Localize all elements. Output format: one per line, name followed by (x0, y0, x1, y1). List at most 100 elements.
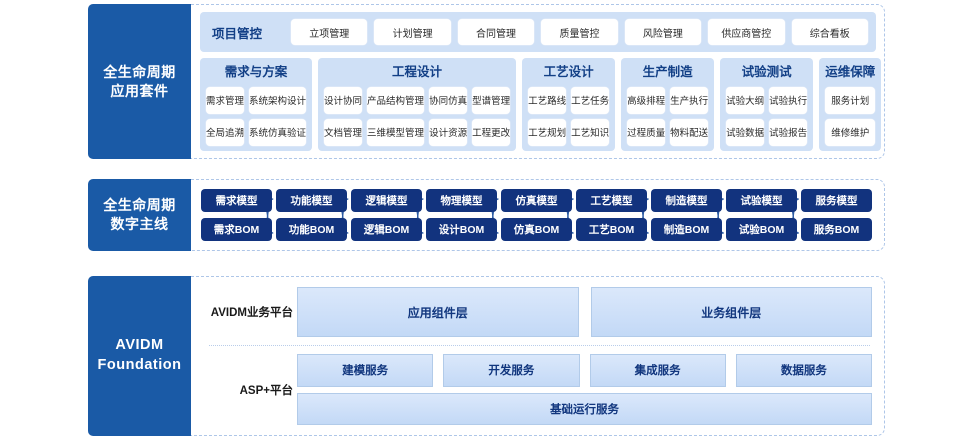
thread-bom-7[interactable]: 试验BOM (726, 218, 797, 241)
asp-platform-row: ASP+平台 建模服务 开发服务 集成服务 数据服务 基础运行服务 (201, 354, 872, 425)
pm-item-2[interactable]: 合同管理 (457, 19, 535, 45)
thread-node-3: 物理模型 设计BOM (424, 189, 499, 241)
thread-model-2[interactable]: 逻辑模型 (351, 189, 422, 212)
domain-title-3: 生产制造 (642, 65, 693, 79)
thread-node-0: 需求模型 需求BOM (199, 189, 274, 241)
domain-1-cell-0-0[interactable]: 设计协同 (324, 86, 363, 114)
asp-platform-label: ASP+平台 (239, 384, 293, 397)
business-platform-bar-1[interactable]: 业务组件层 (590, 287, 872, 337)
thread-bom-0[interactable]: 需求BOM (201, 218, 272, 241)
domain-3-cell-1-1[interactable]: 物料配送 (670, 118, 709, 146)
domain-column-process-design: 工艺设计 工艺路线 工艺任务 工艺规划 工艺知识 (522, 58, 616, 151)
domain-title-2: 工艺设计 (543, 65, 594, 79)
asp-service-3[interactable]: 数据服务 (735, 354, 872, 387)
thread-model-5[interactable]: 工艺模型 (576, 189, 647, 212)
domain-3-cell-0-1[interactable]: 生产执行 (670, 86, 709, 114)
domain-1-cell-1-1[interactable]: 三维模型管理 (367, 118, 425, 146)
asp-services-line: 建模服务 开发服务 集成服务 数据服务 (297, 354, 872, 387)
domain-2-cell-1-0[interactable]: 工艺规划 (528, 118, 567, 146)
thread-node-8: 服务模型 服务BOM (799, 189, 874, 241)
thread-model-7[interactable]: 试验模型 (726, 189, 797, 212)
thread-band-body: 需求模型 需求BOM 功能模型 功能BOM 逻辑模型 逻辑BOM 物理模型 设计… (191, 179, 885, 251)
asp-runtime-line: 基础运行服务 (297, 392, 872, 425)
thread-model-6[interactable]: 制造模型 (651, 189, 722, 212)
thread-bom-6[interactable]: 制造BOM (651, 218, 722, 241)
lifecycle-digital-thread-band: 全生命周期 数字主线 (88, 179, 885, 251)
domain-1-cell-1-0[interactable]: 文档管理 (324, 118, 363, 146)
thread-label-line2: 数字主线 (110, 216, 169, 232)
thread-bom-4[interactable]: 仿真BOM (501, 218, 572, 241)
domain-1-cell-0-1[interactable]: 产品结构管理 (367, 86, 425, 114)
thread-node-1: 功能模型 功能BOM (274, 189, 349, 241)
thread-node-5: 工艺模型 工艺BOM (574, 189, 649, 241)
domain-4-cell-0-1[interactable]: 试验执行 (769, 86, 808, 114)
domain-0-cell-1-1[interactable]: 系统仿真验证 (249, 118, 307, 146)
suite-band-label: 全生命周期 应用套件 (88, 4, 191, 159)
thread-node-4: 仿真模型 仿真BOM (499, 189, 574, 241)
domain-1-cell-0-3[interactable]: 型谱管理 (472, 86, 511, 114)
domain-2-cell-0-0[interactable]: 工艺路线 (528, 86, 567, 114)
thread-band-label: 全生命周期 数字主线 (88, 179, 191, 251)
domain-column-testing: 试验测试 试验大纲 试验执行 试验数据 试验报告 (720, 58, 814, 151)
domain-title-1: 工程设计 (392, 65, 443, 79)
domain-2-cell-1-1[interactable]: 工艺知识 (571, 118, 610, 146)
domain-column-engineering-design: 工程设计 设计协同 产品结构管理 协同仿真 型谱管理 文档管理 三维模型管理 (318, 58, 517, 151)
thread-model-0[interactable]: 需求模型 (201, 189, 272, 212)
thread-model-4[interactable]: 仿真模型 (501, 189, 572, 212)
foundation-label-line1: AVIDM (115, 337, 164, 354)
thread-bom-1[interactable]: 功能BOM (276, 218, 347, 241)
domain-column-manufacturing: 生产制造 高级排程 生产执行 过程质量 物料配送 (621, 58, 715, 151)
domain-4-cell-0-0[interactable]: 试验大纲 (726, 86, 765, 114)
domain-2-cell-0-1[interactable]: 工艺任务 (571, 86, 610, 114)
domain-1-cell-1-3[interactable]: 工程更改 (472, 118, 511, 146)
domain-column-requirements: 需求与方案 需求管理 系统架构设计 全局追溯 系统仿真验证 (200, 58, 313, 151)
domain-0-cell-0-1[interactable]: 系统架构设计 (249, 86, 307, 114)
foundation-band-label: AVIDM Foundation (88, 276, 191, 436)
domain-1-cell-0-2[interactable]: 协同仿真 (429, 86, 468, 114)
domain-0-cell-0-0[interactable]: 需求管理 (206, 86, 245, 114)
business-platform-row: AVIDM业务平台 应用组件层 业务组件层 (201, 287, 872, 337)
domain-0-cell-1-0[interactable]: 全局追溯 (206, 118, 245, 146)
domain-5-cell-0-0[interactable]: 服务计划 (825, 86, 876, 114)
foundation-band-body: AVIDM业务平台 应用组件层 业务组件层 ASP+平台 建模服务 开发服务 集… (191, 276, 885, 436)
project-management-row: 项目管控 立项管理 计划管理 合同管理 质量管控 风险管理 供应商管控 综合看板 (200, 12, 876, 52)
domain-3-cell-1-0[interactable]: 过程质量 (627, 118, 666, 146)
thread-model-1[interactable]: 功能模型 (276, 189, 347, 212)
thread-bom-3[interactable]: 设计BOM (426, 218, 497, 241)
project-management-title: 项目管控 (212, 26, 263, 41)
pm-item-4[interactable]: 风险管理 (624, 19, 702, 45)
lifecycle-application-suite-band: 全生命周期 应用套件 项目管控 立项管理 计划管理 合同管理 质量管控 风险管理… (88, 4, 885, 159)
thread-node-6: 制造模型 制造BOM (649, 189, 724, 241)
domain-4-cell-1-1[interactable]: 试验报告 (769, 118, 808, 146)
asp-service-0[interactable]: 建模服务 (297, 354, 434, 387)
domain-5-cell-1-0[interactable]: 维修维护 (825, 118, 876, 146)
foundation-divider (209, 345, 870, 346)
suite-label-line1: 全生命周期 (103, 63, 176, 80)
domain-4-cell-1-0[interactable]: 试验数据 (726, 118, 765, 146)
thread-node-list: 需求模型 需求BOM 功能模型 功能BOM 逻辑模型 逻辑BOM 物理模型 设计… (199, 186, 874, 244)
foundation-label-line2: Foundation (97, 357, 182, 373)
thread-model-8[interactable]: 服务模型 (801, 189, 872, 212)
pm-item-0[interactable]: 立项管理 (291, 19, 368, 45)
pm-item-3[interactable]: 质量管控 (541, 19, 618, 45)
pm-item-6[interactable]: 综合看板 (791, 19, 868, 45)
thread-bom-5[interactable]: 工艺BOM (576, 218, 647, 241)
business-platform-label: AVIDM业务平台 (210, 307, 293, 319)
domain-title-0: 需求与方案 (224, 65, 288, 79)
business-platform-bar-0[interactable]: 应用组件层 (297, 287, 579, 337)
thread-model-3[interactable]: 物理模型 (426, 189, 497, 212)
suite-band-body: 项目管控 立项管理 计划管理 合同管理 质量管控 风险管理 供应商管控 综合看板… (191, 4, 885, 159)
thread-bom-8[interactable]: 服务BOM (801, 218, 872, 241)
pm-item-5[interactable]: 供应商管控 (708, 19, 785, 45)
thread-bom-2[interactable]: 逻辑BOM (351, 218, 422, 241)
domain-3-cell-0-0[interactable]: 高级排程 (627, 86, 666, 114)
asp-runtime-service[interactable]: 基础运行服务 (297, 392, 872, 425)
asp-service-1[interactable]: 开发服务 (443, 354, 580, 387)
domain-title-4: 试验测试 (741, 65, 792, 79)
domain-1-cell-1-2[interactable]: 设计资源 (429, 118, 468, 146)
domain-columns: 需求与方案 需求管理 系统架构设计 全局追溯 系统仿真验证 (200, 58, 882, 151)
asp-service-2[interactable]: 集成服务 (589, 354, 726, 387)
avidm-foundation-band: AVIDM Foundation AVIDM业务平台 应用组件层 业务组件层 A… (88, 276, 885, 436)
pm-item-1[interactable]: 计划管理 (374, 19, 451, 45)
